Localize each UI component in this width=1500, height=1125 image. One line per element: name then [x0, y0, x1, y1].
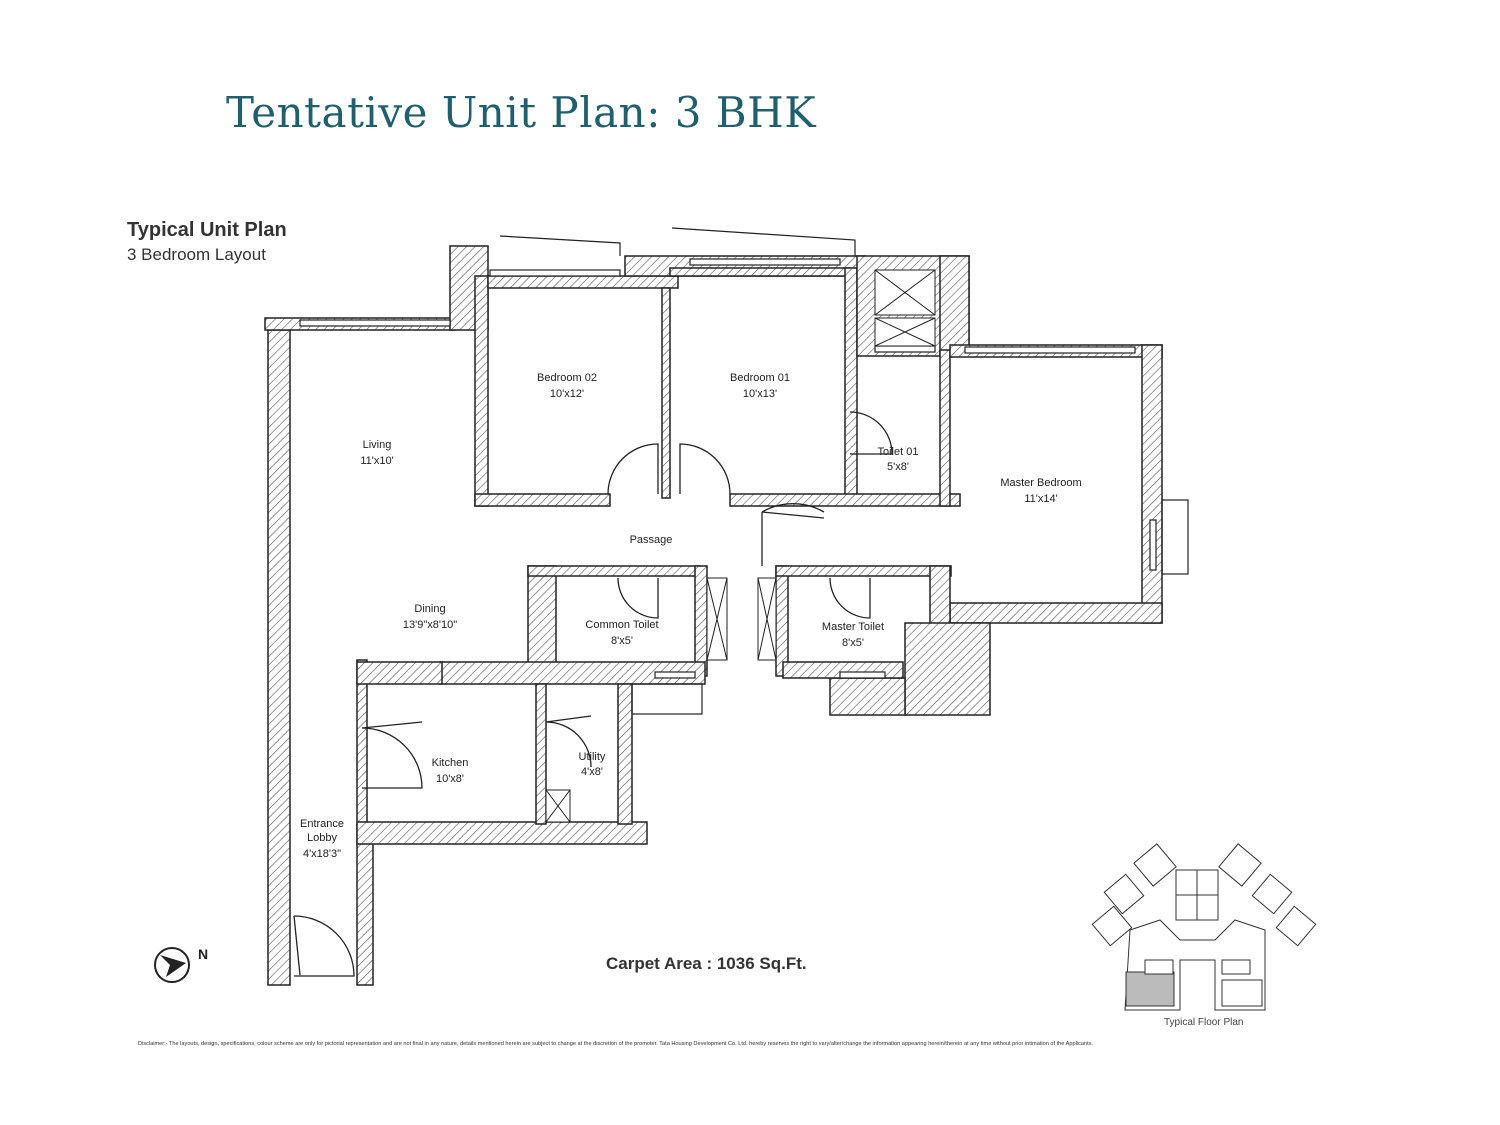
- north-compass: N: [152, 945, 222, 990]
- doors: [293, 411, 893, 977]
- size-dining: 13'9"x8'10": [403, 619, 457, 631]
- label-entrance: Entrance: [300, 818, 344, 830]
- key-floor-plan: [1091, 843, 1317, 1011]
- label-common-toilet: Common Toilet: [585, 619, 658, 631]
- label-kitchen: Kitchen: [432, 757, 469, 769]
- key-plan-label: Typical Floor Plan: [1164, 1017, 1244, 1028]
- size-common-toilet: 8'x5': [611, 635, 633, 647]
- label-toilet01: Toilet 01: [878, 446, 919, 458]
- plan-title: Typical Unit Plan: [127, 219, 287, 241]
- disclaimer: Disclaimer:- The layouts, design, specif…: [138, 1041, 1093, 1047]
- label-bedroom01: Bedroom 01: [730, 372, 790, 384]
- room-labels: Bedroom 02 10'x12' Bedroom 01 10'x13' To…: [300, 372, 1082, 860]
- page-title: Tentative Unit Plan: 3 BHK: [226, 88, 817, 137]
- size-entrance-lobby: 4'x18'3": [303, 848, 341, 860]
- label-master-toilet: Master Toilet: [822, 621, 884, 633]
- size-bedroom01: 10'x13': [743, 388, 777, 400]
- label-living: Living: [363, 439, 392, 451]
- carpet-area: Carpet Area : 1036 Sq.Ft.: [606, 954, 807, 973]
- balcony-outlines: [499, 227, 1189, 715]
- size-bedroom02: 10'x12': [550, 388, 584, 400]
- shafts: [545, 269, 936, 823]
- compass-north-label: N: [198, 946, 208, 962]
- size-living: 11'x10': [360, 455, 393, 467]
- plan-subtitle: 3 Bedroom Layout: [127, 245, 266, 264]
- label-dining: Dining: [414, 603, 445, 615]
- label-lobby: Lobby: [307, 832, 337, 844]
- size-master-bedroom: 11'x14': [1024, 493, 1057, 505]
- size-kitchen: 10'x8': [436, 773, 464, 785]
- label-passage: Passage: [630, 534, 673, 546]
- plan-heading: Typical Unit Plan 3 Bedroom Layout: [127, 219, 287, 265]
- label-bedroom02: Bedroom 02: [537, 372, 597, 384]
- windows: [299, 258, 1157, 679]
- size-toilet01: 5'x8': [887, 461, 909, 473]
- size-utility: 4'x8': [581, 766, 603, 778]
- label-master-bedroom: Master Bedroom: [1000, 477, 1081, 489]
- walls: [264, 245, 1163, 986]
- label-utility: Utility: [579, 751, 606, 763]
- size-master-toilet: 8'x5': [842, 637, 864, 649]
